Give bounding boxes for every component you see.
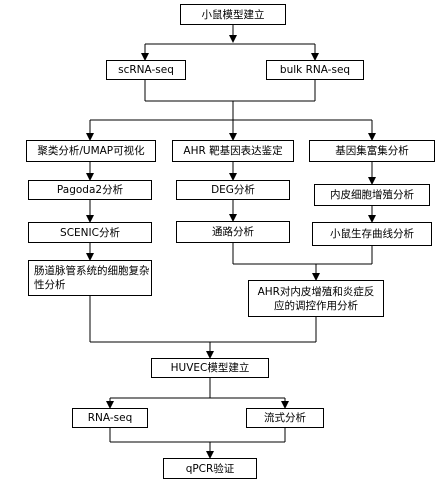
node-pagoda2: Pagoda2分析 bbox=[28, 180, 152, 200]
node-ahr-regulation: AHR对内皮增殖和炎症反应的调控作用分析 bbox=[248, 280, 384, 317]
node-gene-set-enrichment: 基因集富集分析 bbox=[309, 140, 435, 162]
node-survival-curve: 小鼠生存曲线分析 bbox=[312, 222, 432, 246]
node-qpcr-validation: qPCR验证 bbox=[163, 458, 257, 479]
node-scrna-seq: scRNA-seq bbox=[106, 60, 186, 80]
node-clustering-umap: 聚类分析/UMAP可视化 bbox=[26, 140, 156, 162]
node-bulk-rna-seq: bulk RNA-seq bbox=[266, 60, 364, 80]
node-flow-cytometry: 流式分析 bbox=[246, 408, 324, 428]
node-mouse-model: 小鼠模型建立 bbox=[180, 4, 286, 25]
node-pathway: 通路分析 bbox=[176, 221, 290, 243]
node-huvec-model: HUVEC模型建立 bbox=[151, 358, 269, 378]
node-scenic: SCENIC分析 bbox=[28, 222, 152, 243]
node-rna-seq: RNA-seq bbox=[72, 408, 148, 428]
node-endothelial-proliferation: 内皮细胞增殖分析 bbox=[314, 184, 430, 206]
node-deg: DEG分析 bbox=[176, 180, 290, 200]
node-intestinal-vasculature: 肠道脉管系统的细胞复杂性分析 bbox=[28, 260, 152, 296]
node-ahr-target-genes: AHR 靶基因表达鉴定 bbox=[172, 140, 294, 162]
